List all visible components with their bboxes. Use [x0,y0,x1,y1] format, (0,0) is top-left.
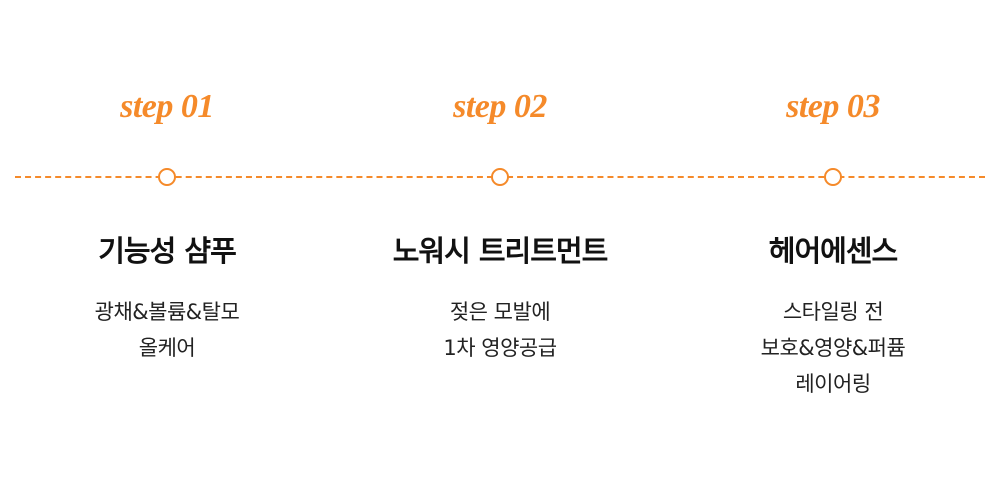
step-label: step 02 [453,88,547,125]
description-line: 보호&영양&퍼퓸 [760,336,906,360]
timeline-dot-icon [158,168,176,186]
description-line: 1차 영양공급 [443,336,557,360]
step-description: 광채&볼륨&탈모 올케어 [2,294,332,366]
description-line: 젖은 모발에 [449,300,551,324]
step-label: step 03 [786,88,880,125]
description-line: 레이어링 [795,372,871,396]
step-description: 스타일링 전 보호&영양&퍼퓸 레이어링 [668,294,998,402]
step-label: step 01 [120,88,214,125]
step-title: 헤어에센스 [768,234,898,268]
step-title: 기능성 샴푸 [98,234,237,268]
timeline-dot-icon [491,168,509,186]
step-description: 젖은 모발에 1차 영양공급 [335,294,665,366]
description-line: 광채&볼륨&탈모 [94,300,240,324]
timeline-dot-icon [824,168,842,186]
description-line: 올케어 [138,336,196,360]
step-title: 노워시 트리트먼트 [392,234,609,268]
description-line: 스타일링 전 [782,300,884,324]
